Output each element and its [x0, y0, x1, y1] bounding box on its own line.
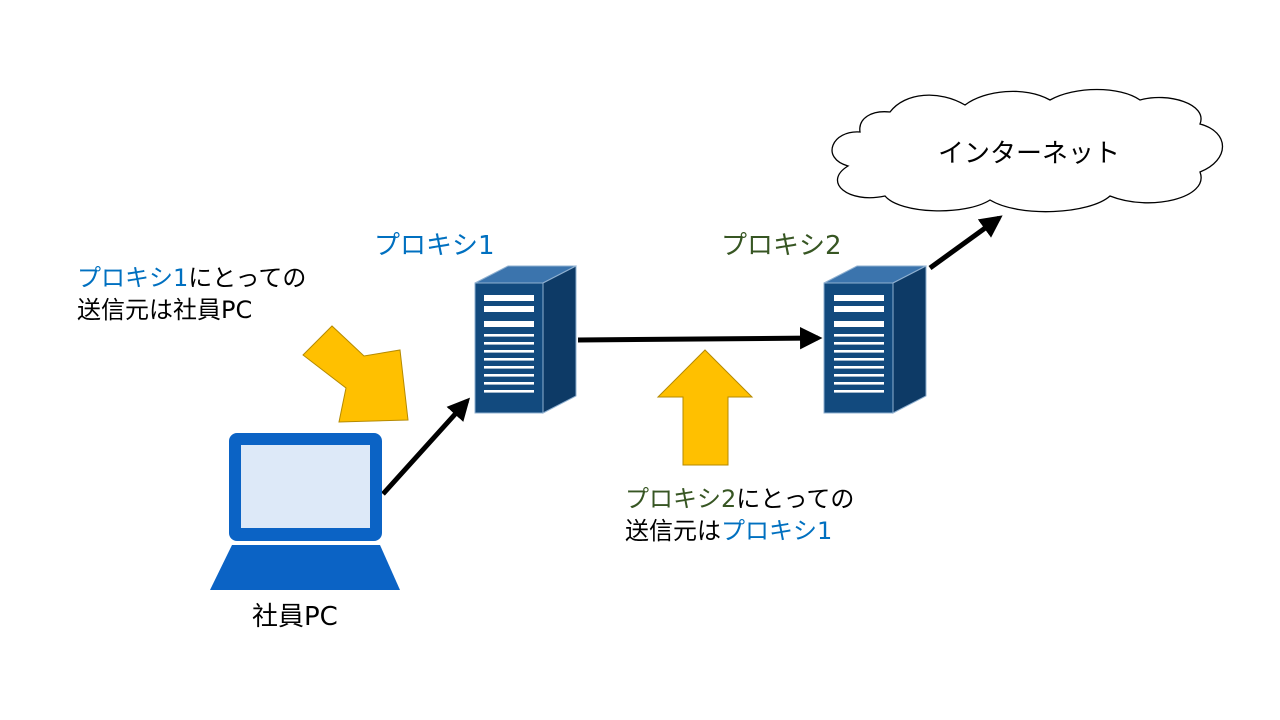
proxy2-label: プロキシ2 [721, 231, 842, 261]
internet-label: インターネット [938, 139, 1121, 169]
callout-arrow-diagonal [302, 325, 409, 423]
note-proxy2-source: プロキシ2にとっての 送信元はプロキシ1 [625, 483, 854, 547]
note-proxy2-line2: 送信元はプロキシ1 [625, 515, 854, 547]
note-proxy2-line1: プロキシ2にとっての [625, 483, 854, 515]
note-proxy2-name: プロキシ2 [625, 485, 737, 513]
internet-cloud [831, 88, 1224, 213]
note-proxy1-line1: プロキシ1にとっての [77, 262, 306, 294]
laptop-icon [210, 433, 400, 590]
note-proxy1-suffix: にとっての [188, 264, 307, 292]
server-icon [474, 265, 577, 414]
edge-proxy2-to-internet [928, 215, 1003, 271]
note-proxy2-suffix: にとっての [736, 485, 855, 513]
note-proxy2-prefix: 送信元は [625, 517, 721, 545]
note-proxy2-source-name: プロキシ1 [721, 517, 833, 545]
note-proxy1-source: プロキシ1にとっての 送信元は社員PC [77, 262, 306, 326]
edge-pc-to-proxy1 [381, 397, 471, 496]
note-proxy1-line2: 送信元は社員PC [77, 296, 253, 324]
callout-arrow-up [656, 349, 754, 466]
employee-pc-label: 社員PC [252, 602, 338, 632]
proxy1-label: プロキシ1 [374, 231, 495, 261]
server-icon [823, 265, 927, 414]
note-proxy1-name: プロキシ1 [77, 264, 189, 292]
edge-proxy1-to-proxy2 [577, 326, 823, 350]
